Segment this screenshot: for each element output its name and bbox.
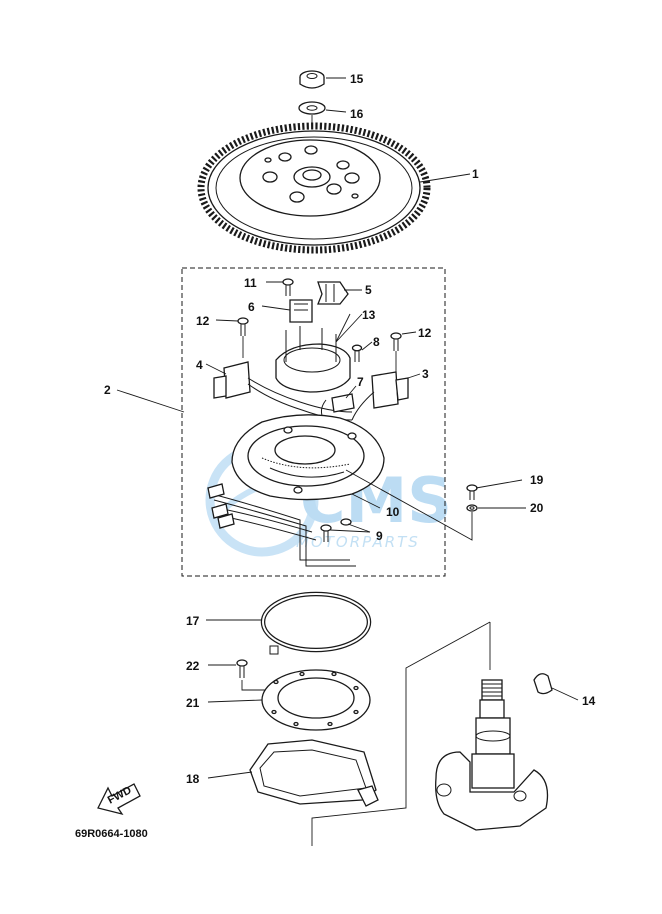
screw-12-left	[237, 317, 249, 358]
leader-lines	[116, 77, 579, 779]
callout-5: 5	[365, 283, 372, 297]
callout-13: 13	[362, 308, 376, 322]
pulser-coil	[275, 326, 351, 393]
callout-4: 4	[196, 358, 203, 372]
wiring-harness	[207, 483, 356, 567]
callout-15: 15	[350, 72, 364, 86]
stator-base	[261, 669, 371, 731]
callout-7: 7	[357, 375, 364, 389]
callout-11: 11	[244, 276, 257, 290]
coil-bracket	[289, 299, 313, 323]
mounting-bracket	[249, 739, 379, 807]
flywheel-washer	[298, 101, 326, 115]
callout-1: 1	[472, 167, 479, 181]
woodruff-key	[533, 673, 553, 695]
stator-base-plate	[231, 414, 385, 501]
callout-16: 16	[350, 107, 364, 121]
watermark-subtext: MOTORPARTS	[296, 533, 420, 551]
diagram-code: 69R0664-1080	[75, 828, 148, 840]
callout-2: 2	[104, 383, 111, 397]
screw-11	[282, 278, 294, 296]
screw-8	[351, 344, 363, 362]
stator-assembly-boundary	[181, 267, 446, 577]
callout-6: 6	[248, 300, 255, 314]
callout-12-left: 12	[196, 314, 210, 328]
retaining-ring	[260, 591, 372, 655]
callout-18: 18	[186, 772, 200, 786]
left-connector	[213, 361, 353, 421]
callout-3: 3	[422, 367, 429, 381]
pulser-clamp	[317, 281, 349, 305]
crankshaft	[435, 679, 549, 831]
flywheel-nut	[299, 70, 325, 89]
callout-17: 17	[186, 614, 200, 628]
flywheel-rotor	[197, 122, 431, 254]
callout-12-right: 12	[418, 326, 432, 340]
callout-22: 22	[186, 659, 200, 673]
callout-21: 21	[186, 696, 200, 710]
callout-8: 8	[373, 335, 380, 349]
right-connector	[351, 371, 409, 421]
callout-20: 20	[530, 501, 544, 515]
callout-10: 10	[386, 505, 400, 519]
screw-22	[236, 659, 268, 691]
washer-20	[466, 504, 478, 512]
callouts: 15 16 1 11 5 6 12 13 12 8 4 3 7 2 19 10 …	[104, 72, 596, 786]
callout-9: 9	[376, 529, 383, 543]
screw-12-right	[390, 332, 402, 372]
fwd-direction-arrow: FWD	[97, 783, 141, 816]
callout-19: 19	[530, 473, 544, 487]
screw-19	[466, 484, 478, 500]
callout-14: 14	[582, 694, 596, 708]
